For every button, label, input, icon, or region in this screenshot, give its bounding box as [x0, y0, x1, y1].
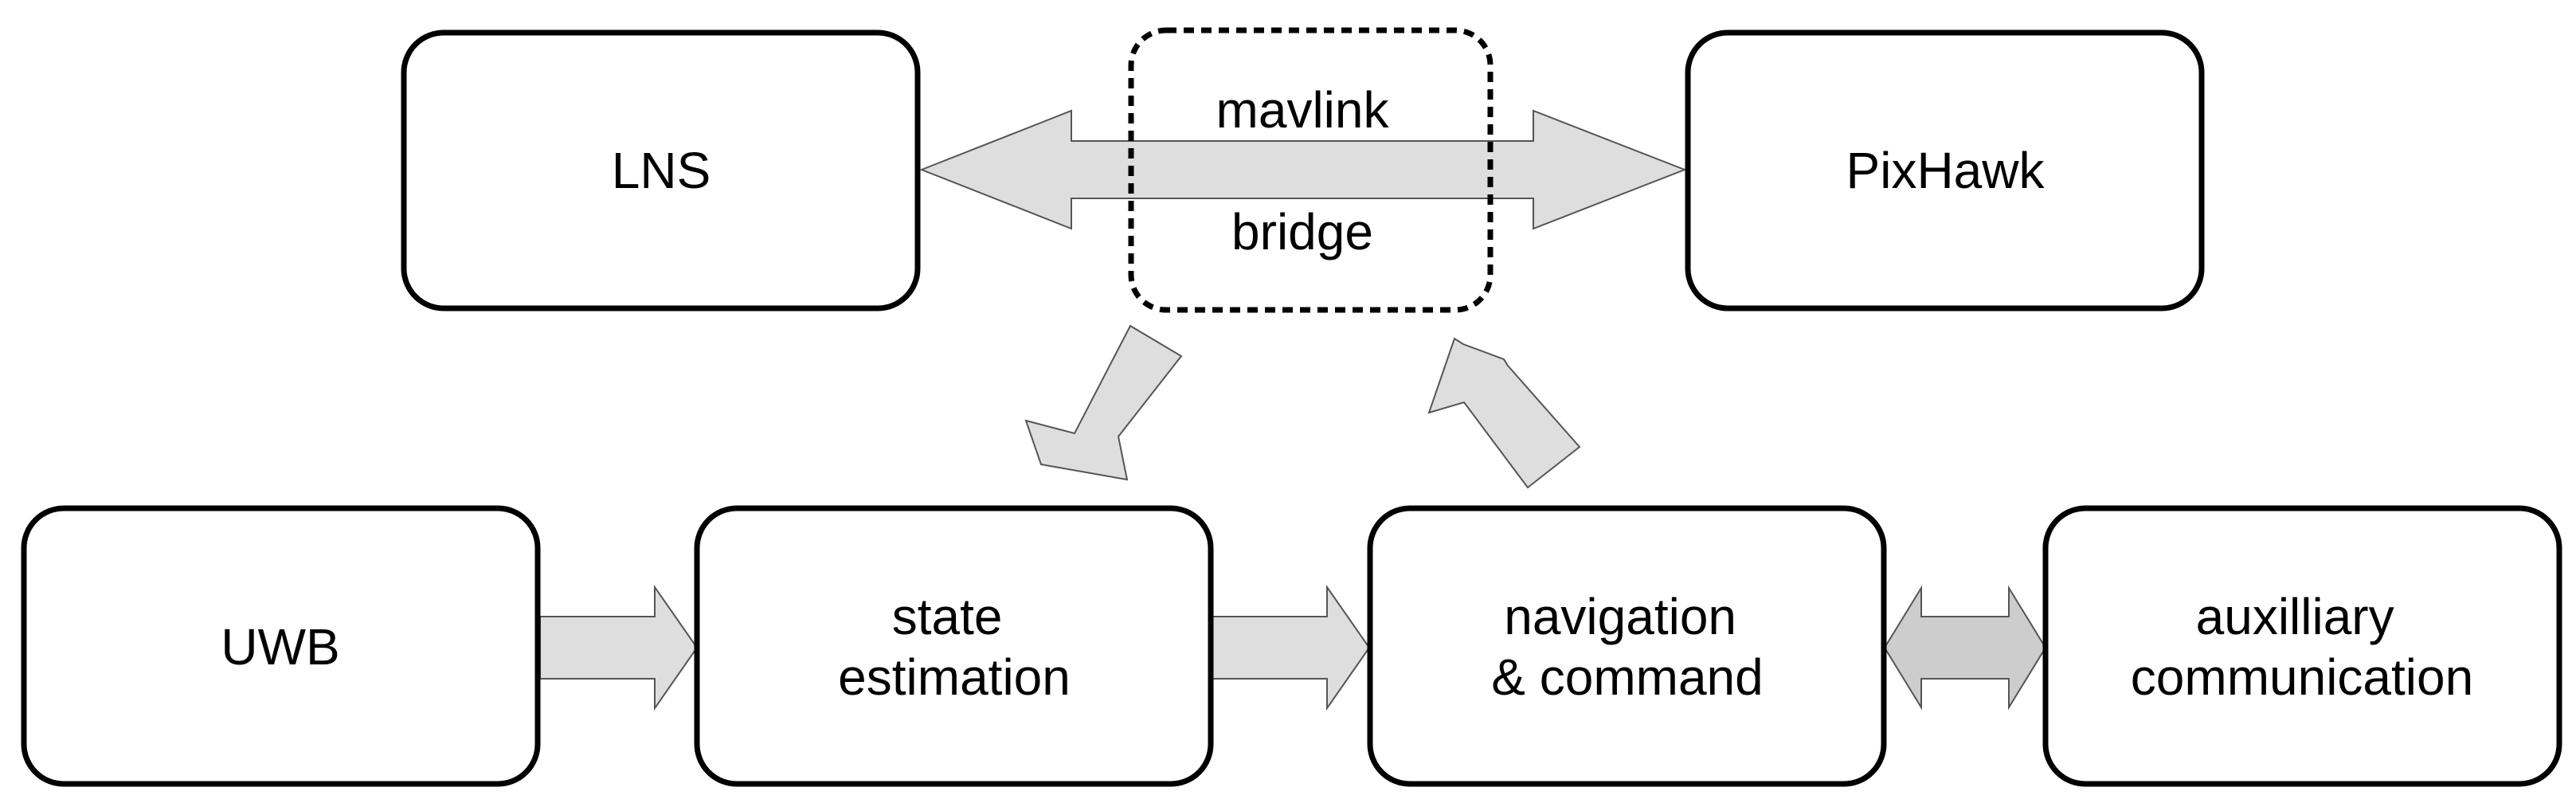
nav-to-bridge-arrow — [1427, 337, 1581, 489]
svg-text:navigation & command: navigation & command — [1491, 588, 1763, 706]
state-estimation-label-line1: state — [892, 588, 1003, 645]
bridge-box — [1128, 27, 1494, 313]
bridge-to-state-arrow — [1024, 324, 1183, 481]
svg-text:state estimation: state estimation — [838, 588, 1071, 706]
auxiliary-communication-node: auxilliary communication — [2042, 505, 2562, 787]
navigation-command-label-line2: & command — [1491, 648, 1763, 706]
nav-aux-double-arrow — [1883, 585, 2047, 711]
auxiliary-communication-label-line1: auxilliary — [2196, 588, 2394, 645]
auxiliary-communication-label-line2: communication — [2131, 648, 2473, 706]
state-estimation-label-line2: estimation — [838, 648, 1071, 706]
bridge-top-label: mavlink — [1216, 81, 1390, 139]
svg-text:auxilliary communication: auxilliary communication — [2131, 588, 2473, 706]
lns-node: LNS — [401, 29, 921, 311]
pixhawk-label: PixHawk — [1846, 142, 2046, 199]
pixhawk-node: PixHawk — [1685, 29, 2205, 311]
uwb-label: UWB — [221, 618, 339, 676]
lns-label: LNS — [612, 142, 711, 199]
bridge-bottom-label: bridge — [1231, 203, 1373, 261]
state-to-nav-arrow — [1212, 584, 1371, 711]
navigation-command-label-line1: navigation — [1504, 588, 1736, 645]
uwb-to-state-arrow — [539, 584, 699, 711]
lns-pixhawk-double-arrow — [919, 109, 1687, 230]
navigation-command-node: navigation & command — [1367, 505, 1887, 787]
state-estimation-node: state estimation — [694, 505, 1214, 787]
uwb-node: UWB — [21, 505, 541, 787]
